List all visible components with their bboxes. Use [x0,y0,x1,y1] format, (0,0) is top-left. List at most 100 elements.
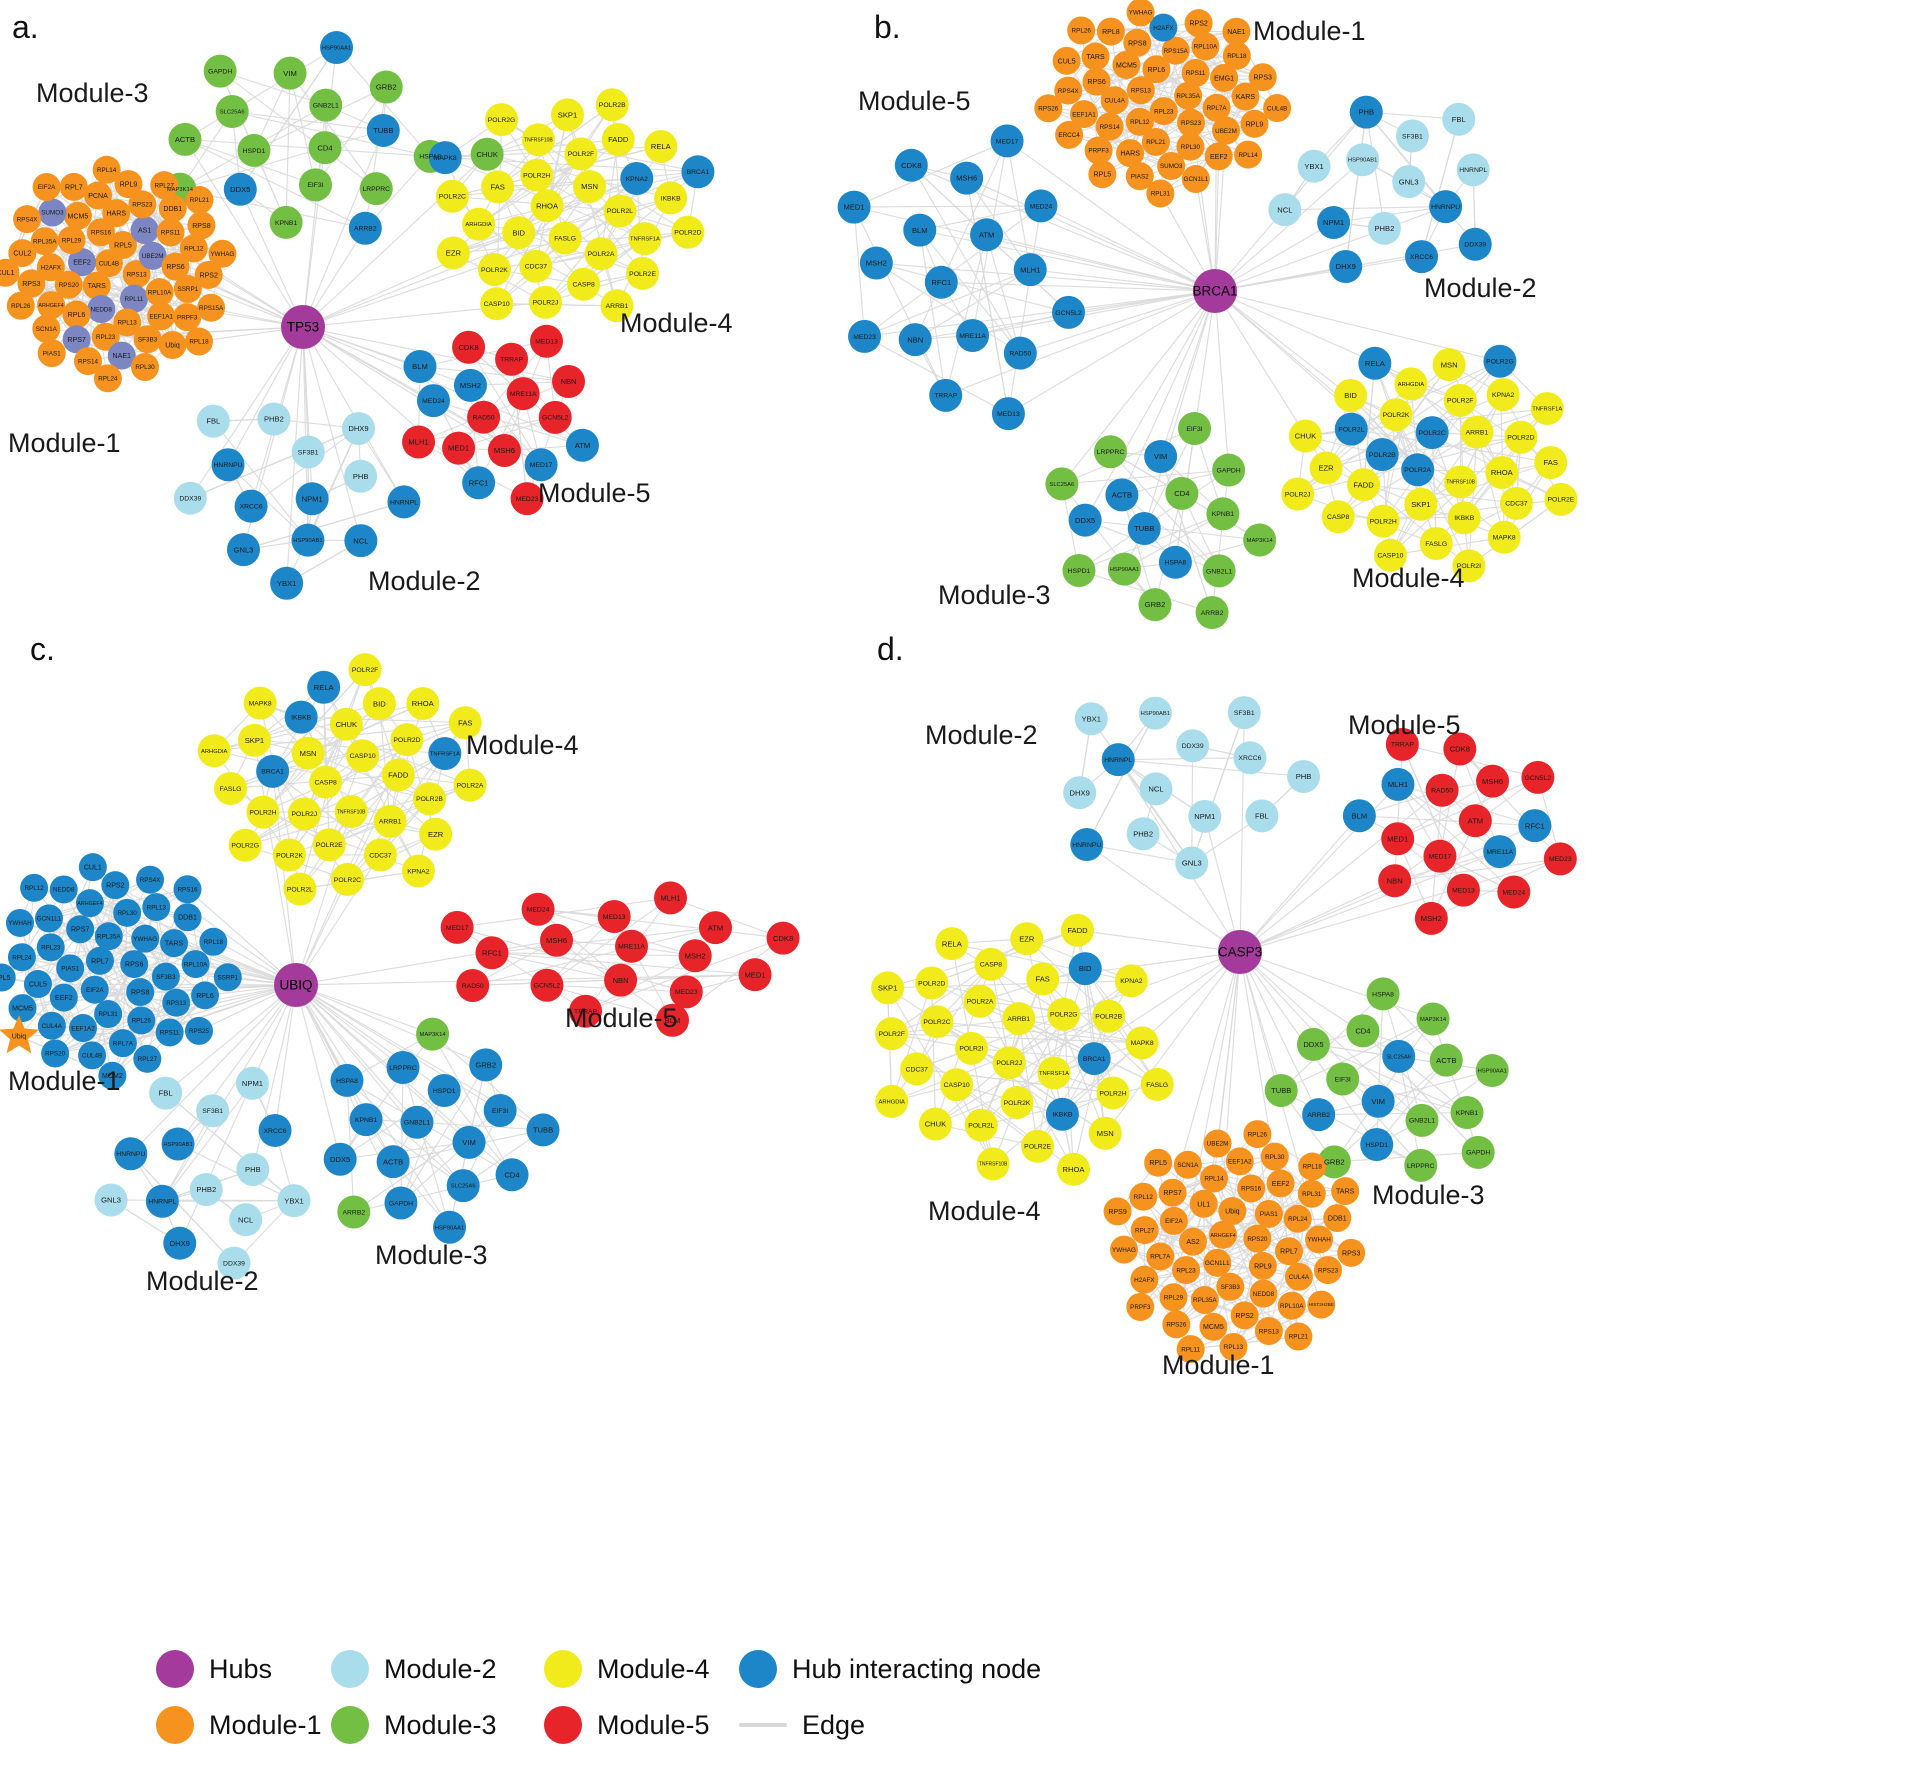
network-node [1082,67,1111,96]
node-label: PHB2 [1133,829,1153,838]
network-node [428,737,462,771]
node-label: POLR2C [334,877,361,884]
network-node [373,804,407,838]
network-node [548,221,582,255]
network-node [173,875,202,904]
network-node [163,1226,197,1260]
network-node [54,270,83,299]
node-label: HSP90AB1 [293,538,322,544]
node-label: GCN5L2 [534,983,561,990]
network-node [1034,94,1063,123]
node-label: DDX5 [230,185,250,194]
node-label: RPL30 [135,364,155,371]
node-label: CUL1 [0,270,15,277]
node-label: BID [1344,391,1357,400]
node-label: TNFRSF1A [1532,407,1562,413]
node-label: MAPK8 [434,155,457,162]
node-label: RPS6 [1087,79,1105,86]
node-label: RPS4X [1058,88,1079,95]
node-label: SSRP1 [217,974,238,981]
node-label: YWHAG [1129,10,1153,17]
node-label: RPS13 [1131,87,1151,94]
node-label: TUBB [1134,524,1154,533]
network-node [75,889,104,918]
node-label: YWHAH [8,920,32,927]
node-label: RPL10A [1280,1303,1304,1310]
node-label: CD4 [317,143,332,152]
node-label: YBX1 [277,579,296,588]
node-label: RPL24 [98,376,118,383]
network-node [615,929,649,963]
node-label: PRPF3 [1130,1304,1151,1311]
node-label: RPL31 [1151,191,1171,198]
hub-label: CASP3 [1218,945,1262,960]
network-node [1088,1116,1122,1150]
network-node [526,1113,560,1147]
network-node [1450,1096,1484,1130]
network-node [82,271,111,300]
network-node [1202,93,1231,122]
network-node [565,428,599,462]
network-node [147,302,176,331]
network-node [74,347,103,376]
node-label: ATM [575,441,590,450]
node-label: TRRAP [934,393,958,400]
node-label: GNB2L1 [313,102,339,109]
node-label: NEDD8 [1253,1291,1275,1298]
network-node [920,1005,954,1039]
node-label: POLR2C [923,1019,950,1026]
node-label: MRE11A [510,391,537,398]
network-node [1347,468,1381,502]
node-label: RPS8 [192,223,210,230]
node-label: POLR2K [1004,1100,1031,1107]
network-node [1125,162,1154,191]
node-label: ATM [1468,816,1483,825]
node-label: HSP90AA1 [1110,567,1139,573]
node-label: CASP8 [1327,514,1350,521]
network-node [94,1000,123,1029]
network-node [1060,913,1094,947]
hub-node [274,963,318,1007]
node-label: FASLG [1425,541,1447,548]
network-node [970,218,1004,252]
module-label: Module-4 [928,1196,1041,1226]
network-node [1138,588,1172,622]
node-label: EEF1A2 [71,1025,95,1032]
node-label: HSPA8 [419,154,441,161]
network-node [236,1152,270,1186]
network-node [1068,503,1102,537]
node-label: DHX9 [1070,788,1090,797]
network-node [217,1246,251,1280]
node-label: ARHGEF4 [38,303,63,309]
network-node [1126,0,1155,27]
network-node [337,1195,371,1229]
network-node [1305,1225,1334,1254]
network-node [1486,378,1520,412]
network-node [603,194,637,228]
network-node [1176,1335,1205,1364]
node-label: CUL4A [1289,1274,1310,1281]
node-label: NPM1 [1194,812,1215,821]
node-label: RPL31 [98,1011,118,1018]
network-node [1146,1242,1175,1271]
node-label: MSN [581,182,598,191]
network-node [416,384,450,418]
node-label: ACTB [383,1157,403,1166]
node-label: RPL30 [1181,144,1201,151]
network-node [875,1017,909,1051]
network-node [1429,1043,1463,1077]
network-node [1405,1103,1439,1137]
network-node [1483,835,1517,869]
network-node [1189,1189,1218,1218]
network-node [1476,764,1510,798]
node-label: POLR2A [588,251,615,258]
module-label: Module-5 [538,478,651,508]
network-node [131,924,160,953]
legend-item-edge: Edge [739,1704,1041,1746]
network-node [1052,295,1086,329]
network-node [1216,1272,1245,1301]
network-node [538,400,572,434]
node-label: RPL14 [1238,152,1258,159]
node-label: MLH1 [1020,265,1040,274]
network-node [91,322,120,351]
